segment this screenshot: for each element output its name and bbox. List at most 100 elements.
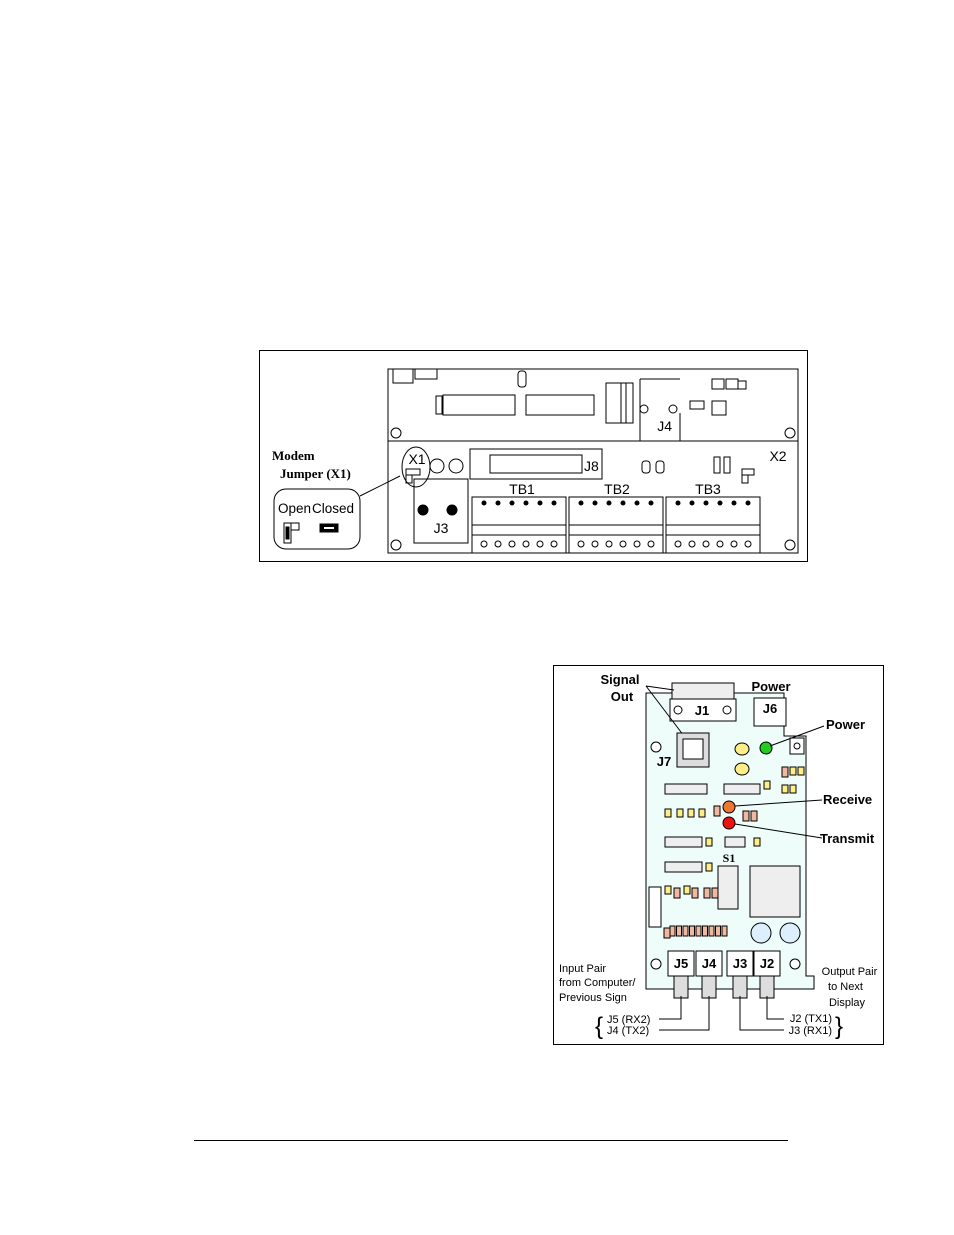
j2-label: J2 — [760, 956, 774, 971]
component — [705, 837, 713, 847]
terminal-pin — [578, 500, 584, 506]
component — [742, 810, 750, 822]
terminal-screw — [577, 540, 585, 548]
terminal-pin — [481, 500, 487, 506]
component — [789, 784, 797, 794]
bnc-connector — [667, 950, 695, 977]
x1-label: X1 — [408, 451, 425, 467]
resistor — [669, 925, 676, 937]
component — [781, 766, 789, 778]
terminal-pin — [648, 500, 654, 506]
j7-label: J7 — [657, 754, 671, 769]
bnc-barrel — [673, 975, 689, 999]
terminal-pin — [689, 500, 695, 506]
signal-board-diagram: J1 J6 Power Signal Out J7 Power Receive … — [553, 665, 884, 1045]
component — [691, 887, 699, 899]
resistor — [676, 925, 682, 937]
transmit-led — [722, 816, 736, 830]
modem-title: Modem — [272, 448, 315, 463]
j3-rx1-label: J3 (RX1) — [789, 1025, 832, 1037]
terminal-pin — [717, 500, 723, 506]
component — [781, 784, 789, 794]
j5-rx2-label: J5 (RX2) — [607, 1014, 650, 1026]
component — [687, 808, 695, 818]
closed-label: Closed — [312, 501, 354, 516]
component — [663, 927, 671, 939]
component — [763, 780, 771, 790]
receive-label: Receive — [823, 792, 872, 807]
terminal-screw — [647, 540, 655, 548]
j3-label: J3 — [733, 956, 747, 971]
terminal-screw — [480, 540, 488, 548]
component — [676, 808, 684, 818]
x2-label: X2 — [769, 448, 786, 464]
terminal-screw — [619, 540, 627, 548]
component — [789, 766, 797, 776]
tb3 — [665, 496, 761, 554]
terminal-pin — [745, 500, 751, 506]
receive-led — [722, 800, 736, 814]
terminal-pin — [731, 500, 737, 506]
terminal-pin — [703, 500, 709, 506]
terminal-screw — [536, 540, 544, 548]
bnc-barrel — [701, 975, 717, 999]
jumper-legend — [273, 488, 361, 550]
component — [698, 808, 706, 818]
open-label: Open — [278, 501, 311, 516]
component — [705, 862, 713, 872]
terminal-pin — [551, 500, 557, 506]
j6-label: J6 — [763, 701, 777, 716]
component — [664, 885, 672, 895]
resistor — [702, 925, 708, 937]
component — [664, 808, 672, 818]
j4-tx2-label: J4 (TX2) — [607, 1025, 649, 1037]
component — [683, 885, 691, 895]
j1-label: J1 — [695, 703, 709, 718]
resistor — [708, 925, 715, 937]
terminal-pin — [592, 500, 598, 506]
resistor — [695, 925, 702, 937]
j4-label: J4 — [702, 956, 717, 971]
component — [797, 766, 805, 776]
resistor — [715, 925, 721, 937]
component — [703, 887, 711, 899]
terminal-screw — [522, 540, 530, 548]
transmit-label: Transmit — [820, 831, 875, 846]
bnc-connector — [726, 950, 754, 977]
terminal-screw — [508, 540, 516, 548]
resistor — [682, 925, 689, 937]
component — [753, 837, 761, 847]
terminal-screw — [744, 540, 752, 548]
signal-out-label: Signal — [600, 672, 639, 687]
bnc-connector — [753, 950, 781, 977]
j8-label: J8 — [584, 458, 599, 474]
terminal-screw — [591, 540, 599, 548]
resistor — [721, 925, 728, 937]
modem-jumper-diagram: J4 X1 J8 X2 J3 TB1 TB2 TB3 Modem — [259, 350, 808, 562]
component — [673, 887, 681, 899]
terminal-pin — [495, 500, 501, 506]
output-pair-label: Output Pair to Next Display — [822, 966, 881, 1009]
terminal-pin — [634, 500, 640, 506]
footer-rule — [194, 1140, 788, 1141]
terminal-screw — [730, 540, 738, 548]
component — [713, 805, 721, 817]
terminal-pin — [675, 500, 681, 506]
component — [750, 810, 758, 822]
terminal-pin — [523, 500, 529, 506]
terminal-screw — [688, 540, 696, 548]
j3-label: J3 — [434, 520, 449, 536]
terminal-pin — [537, 500, 543, 506]
terminal-pin — [620, 500, 626, 506]
tb2 — [568, 496, 664, 554]
bnc-barrel — [759, 975, 775, 999]
terminal-pin — [509, 500, 515, 506]
terminal-screw — [702, 540, 710, 548]
power-led — [759, 741, 773, 755]
bnc-barrel — [732, 975, 748, 999]
terminal-screw — [494, 540, 502, 548]
terminal-screw — [550, 540, 558, 548]
terminal-screw — [605, 540, 613, 548]
terminal-screw — [674, 540, 682, 548]
